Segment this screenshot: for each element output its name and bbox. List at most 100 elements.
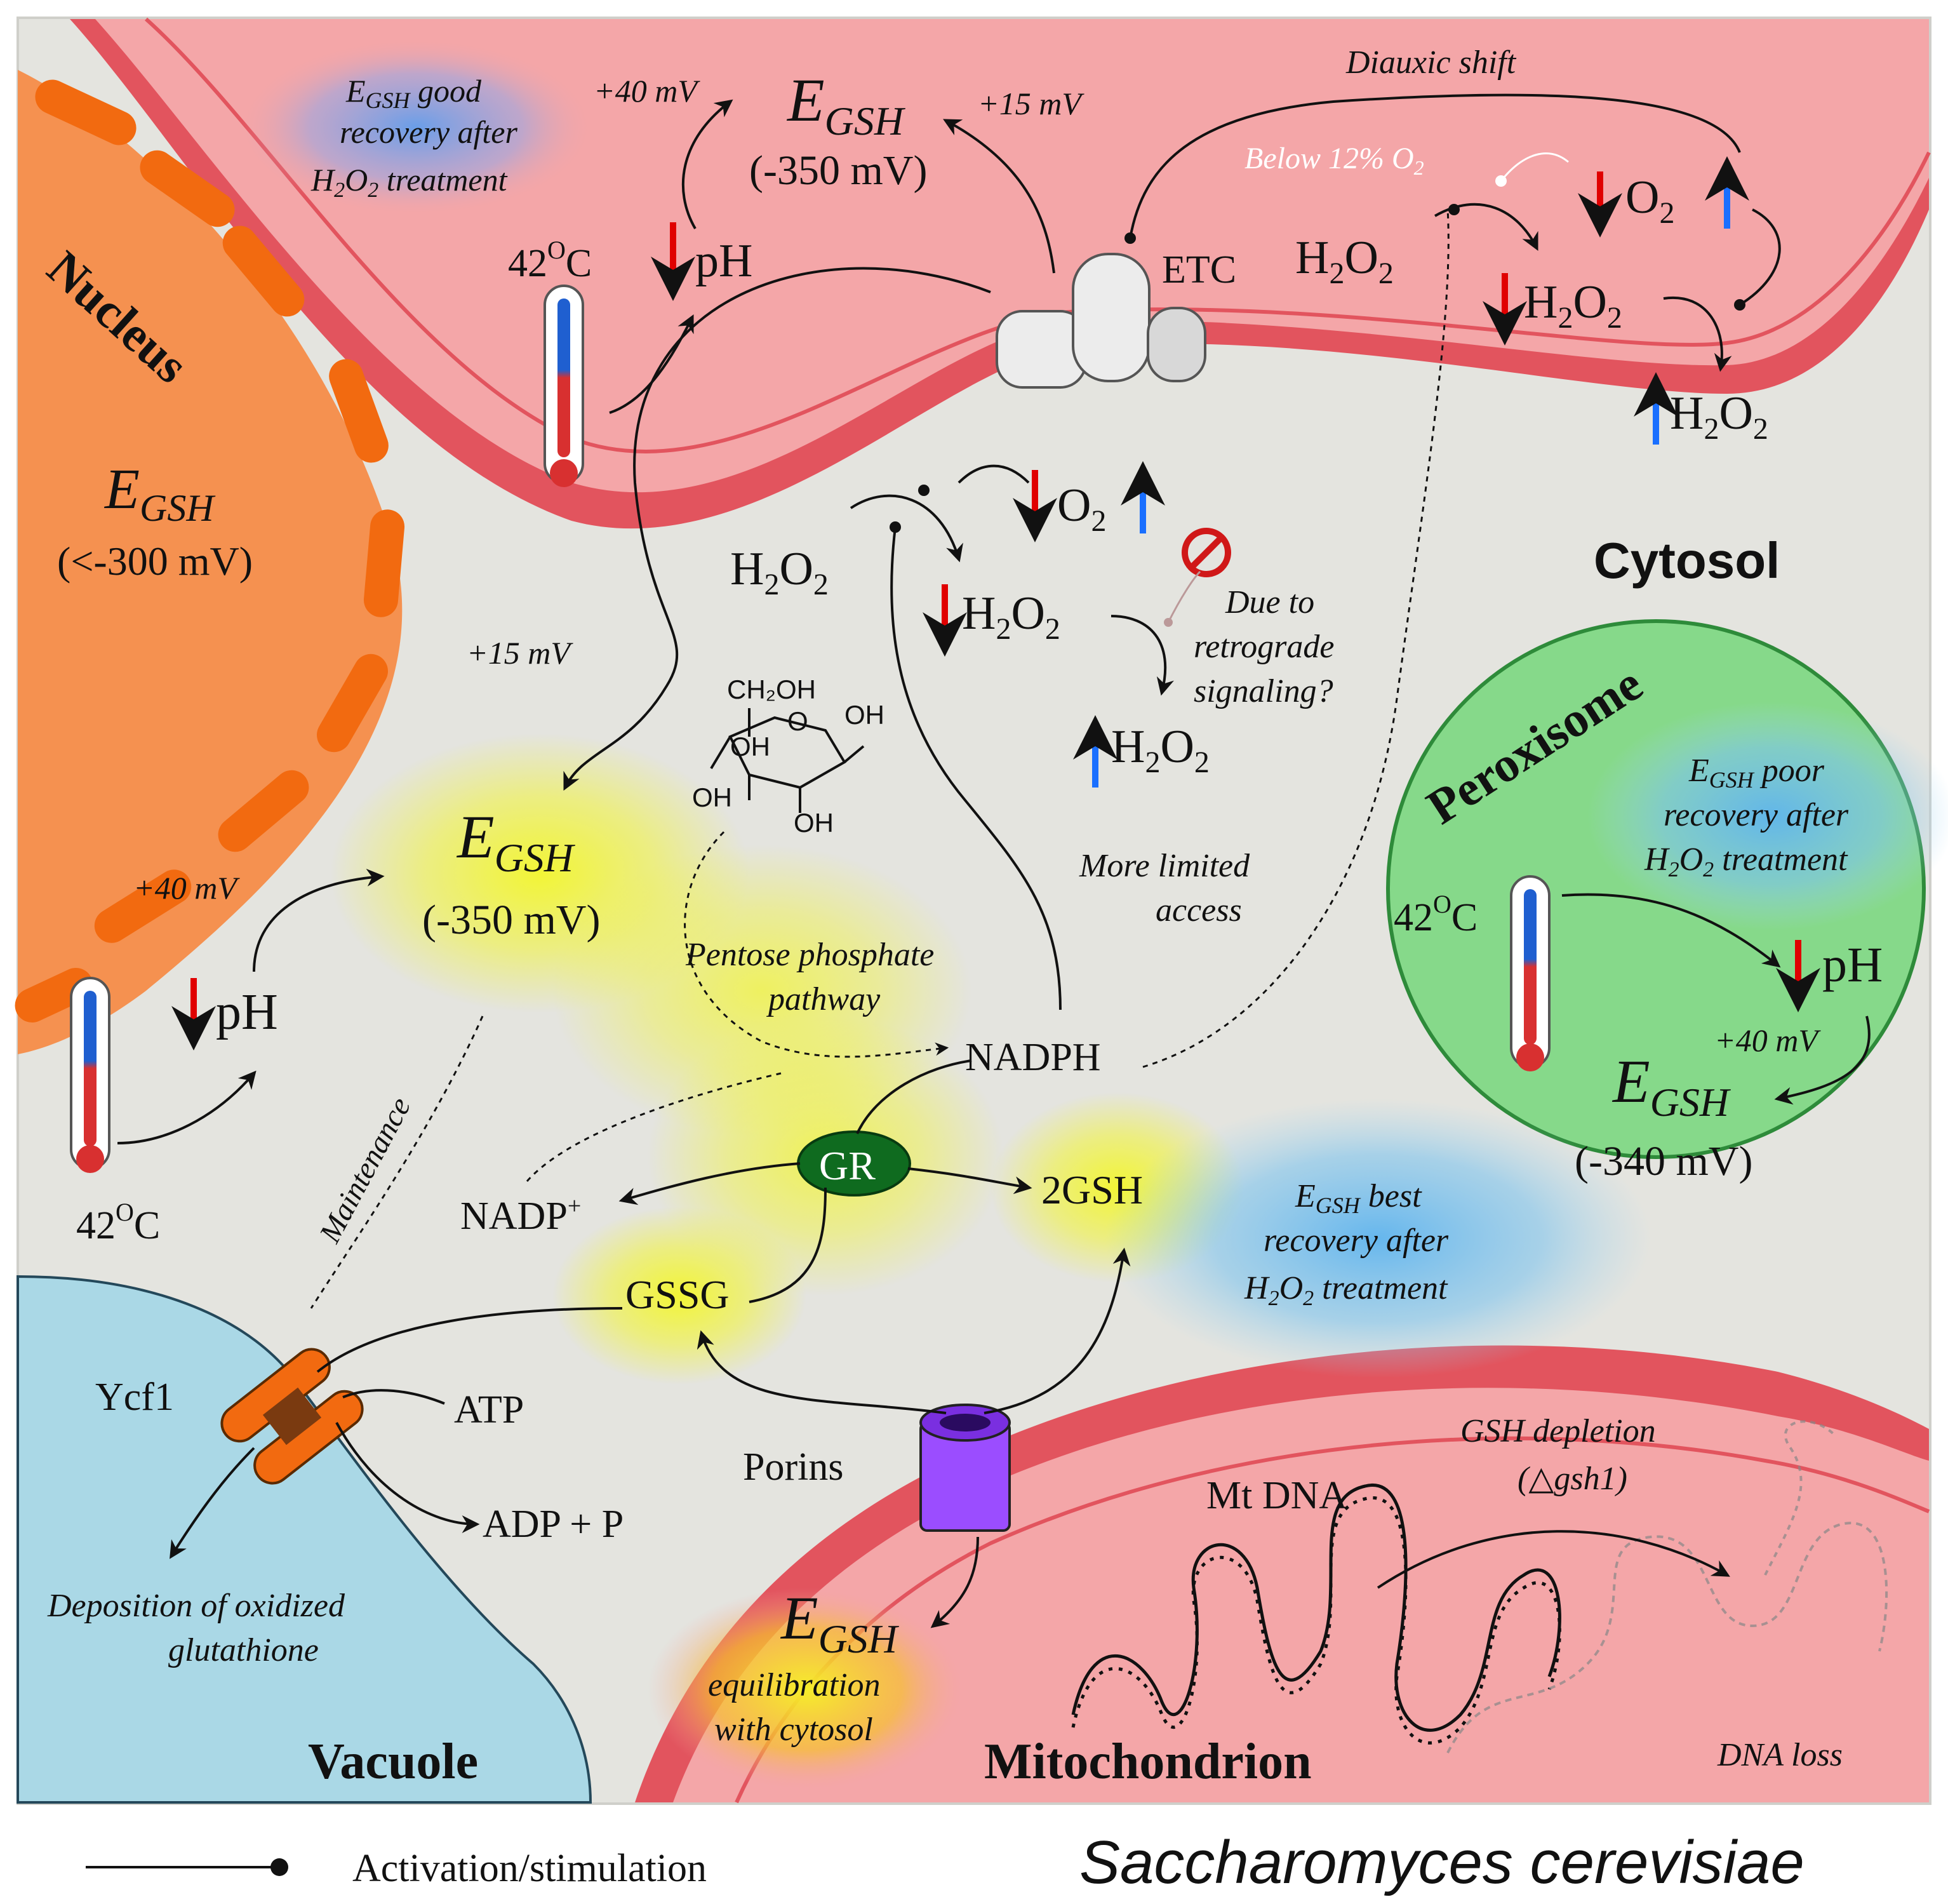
svg-text:EGSH: EGSH [1611, 1047, 1731, 1125]
svg-text:access: access [1156, 892, 1242, 929]
glucose-structure [710, 708, 865, 813]
svg-text:H2O2: H2O2 [1111, 721, 1210, 779]
degraded-dna-icon [1446, 1420, 1888, 1753]
vacuole-shape [17, 1275, 592, 1804]
svg-text:EGSH good: EGSH good [345, 73, 482, 113]
svg-text:Pentose phosphate: Pentose phosphate [685, 937, 934, 973]
svg-text:H2O2 treatment: H2O2 treatment [1644, 841, 1848, 882]
below-o2: Below 12% O [1244, 142, 1414, 175]
cytosol-mv15: +15 mV [467, 635, 573, 671]
cytosol-egsh: E [456, 803, 495, 871]
mito-temp: 42 [508, 242, 547, 285]
ppp-label: Pentose phosphate pathway [685, 937, 934, 1017]
diauxic-shift: Diauxic shift [1345, 44, 1517, 81]
svg-text:OH: OH [844, 700, 884, 730]
svg-text:Below 12% O2: Below 12% O2 [1244, 142, 1424, 179]
thermometer-peroxisome-icon [1510, 875, 1551, 1071]
peroxisome-egsh-value: (-340 mV) [1575, 1138, 1752, 1184]
gsh2-label: 2GSH [1041, 1167, 1143, 1212]
svg-text:equilibration: equilibration [708, 1667, 881, 1703]
legend-dot [270, 1858, 288, 1876]
ycf1-transporter-icon [220, 1348, 364, 1485]
cytosol-temp: 42 [76, 1204, 116, 1247]
glow-mito-egsh [648, 1588, 965, 1791]
svg-text:O2: O2 [1057, 479, 1106, 538]
svg-text:EGSH best: EGSH best [1295, 1178, 1422, 1218]
glow-best [1105, 1099, 1651, 1378]
nucleus-shape [18, 70, 403, 1054]
svg-text:H2O2 treatment: H2O2 treatment [310, 162, 508, 202]
porins-label: Porins [743, 1445, 843, 1489]
nucleus-egsh: E [103, 458, 140, 521]
best-recovery-note: EGSH best recovery after H2O2 treatment [1244, 1178, 1449, 1310]
svg-text:EGSH: EGSH [780, 1584, 900, 1661]
peroxisome-poor-note: EGSH poor recovery after H2O2 treatment [1644, 753, 1849, 882]
adp-label: ADP + P [483, 1503, 624, 1546]
svg-text:Deposition of oxidized: Deposition of oxidized [47, 1588, 345, 1624]
mtdna-label: Mt DNA [1206, 1474, 1347, 1517]
svg-text:OH: OH [794, 808, 834, 838]
limited-access-note: More limited access [1079, 848, 1250, 929]
svg-text:42OC: 42OC [76, 1198, 160, 1247]
svg-text:42OC: 42OC [1394, 890, 1478, 939]
nadph-label: NADPH [965, 1036, 1101, 1079]
svg-text:recovery after: recovery after [1264, 1223, 1449, 1259]
cytosol-ph: pH [216, 984, 278, 1040]
svg-text:signaling?: signaling? [1194, 673, 1333, 709]
mito-mv15: +15 mV [978, 86, 1084, 121]
svg-text:pathway: pathway [766, 981, 881, 1017]
glow-mito-good [238, 38, 594, 216]
peroxisome-temp: 42 [1394, 896, 1433, 939]
nucleus-egsh-value: (<-300 mV) [57, 539, 253, 584]
dna-loss-label: DNA loss [1717, 1737, 1843, 1773]
gssg-label: GSSG [625, 1272, 730, 1317]
glow-gssg [552, 1207, 806, 1384]
thermometer-mito-icon [544, 285, 584, 487]
gr-label: GR [819, 1143, 876, 1188]
porin-icon [919, 1404, 1011, 1532]
legend-activation: Activation/stimulation [352, 1847, 707, 1890]
mito-mv40: +40 mV [594, 73, 700, 109]
svg-text:recovery after: recovery after [340, 114, 517, 150]
peroxisome-ph: pH [1822, 937, 1883, 992]
mito-bottom-egsh: E [780, 1584, 818, 1652]
svg-text:(△gsh1): (△gsh1) [1518, 1461, 1627, 1497]
svg-text:recovery after: recovery after [1664, 797, 1849, 833]
nadp-label: NADP [460, 1195, 568, 1238]
nuclear-pores [15, 79, 405, 1023]
cytosol-label: Cytosol [1594, 532, 1780, 589]
svg-text:NADP+: NADP+ [460, 1193, 581, 1238]
svg-text:Due to: Due to [1225, 584, 1314, 620]
svg-text:H2O2 treatment: H2O2 treatment [1244, 1270, 1448, 1310]
svg-text:EGSH: EGSH [456, 803, 576, 880]
gsh-depletion-label: GSH depletion [1460, 1413, 1656, 1449]
svg-text:H2O2: H2O2 [730, 543, 829, 601]
svg-text:OH: OH [692, 782, 732, 812]
retrograde-note: Due to retrograde signaling? [1194, 584, 1334, 709]
svg-text:H2O2: H2O2 [1670, 387, 1768, 446]
svg-text:OH: OH [730, 732, 770, 761]
svg-text:H2O2: H2O2 [962, 587, 1060, 646]
svg-text:with cytosol: with cytosol [714, 1712, 873, 1748]
mito-ph: pH [695, 235, 752, 287]
svg-text:More limited: More limited [1079, 848, 1250, 884]
peroxisome-egsh: E [1611, 1047, 1650, 1115]
mito-egsh-value: (-350 mV) [749, 147, 927, 194]
cytosol-mv40: +40 mV [133, 870, 240, 906]
peroxisome-mv40: +40 mV [1714, 1022, 1821, 1058]
svg-text:H2O2: H2O2 [1524, 276, 1622, 335]
etc-label: ETC [1162, 248, 1236, 292]
mitochondrion-label: Mitochondrion [984, 1734, 1312, 1790]
mito-egsh: E [786, 66, 825, 134]
svg-text:CH₂OH: CH₂OH [727, 674, 816, 704]
glow-peroxisome-poor [1587, 702, 1948, 930]
svg-text:O: O [787, 706, 808, 736]
svg-text:EGSH poor: EGSH poor [1688, 753, 1825, 793]
gsh1-delta: △ [1528, 1461, 1554, 1497]
atp-label: ATP [454, 1388, 524, 1431]
mito-good-recovery-note: EGSH good recovery after H2O2 treatment [310, 73, 517, 202]
thermometer-cytosol-icon [70, 977, 110, 1173]
inhibition-icon [1182, 528, 1231, 577]
ycf1-label: Ycf1 [95, 1376, 174, 1419]
